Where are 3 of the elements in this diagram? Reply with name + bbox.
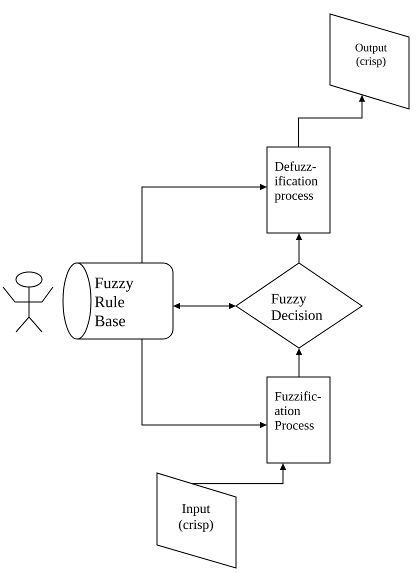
process-box: Defuzz- ification process	[266, 146, 330, 234]
database-cylinder: Fuzzy Rule Base	[62, 262, 174, 340]
process-box: Fuzzific- ation Process	[266, 376, 330, 464]
